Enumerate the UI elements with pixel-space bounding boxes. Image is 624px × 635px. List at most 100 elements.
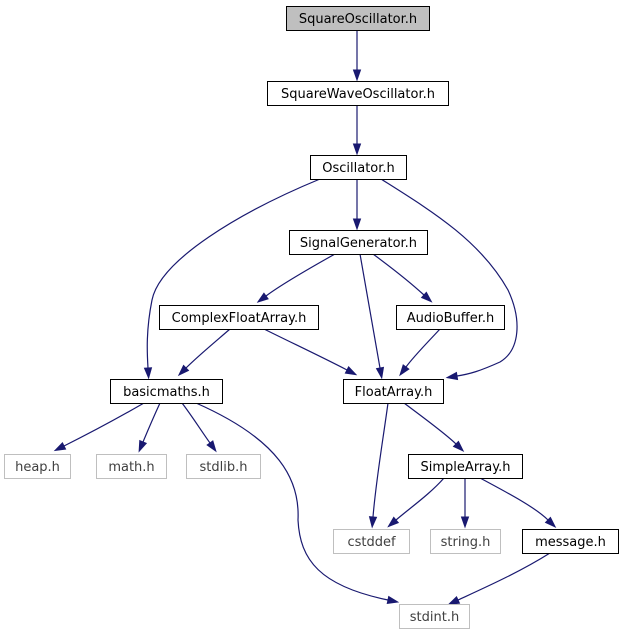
edge-float_array-to-cstddef [368, 402, 389, 529]
edge-complex_float_array-to-basicmaths [177, 328, 231, 377]
arrowhead-icon [177, 364, 190, 377]
node-box [399, 604, 470, 629]
node-stdlib: stdlib.h [186, 454, 261, 479]
node-signal-generator[interactable]: SignalGenerator.h [289, 230, 428, 255]
node-stdint: stdint.h [399, 604, 470, 629]
node-cstddef: cstddef [333, 529, 410, 554]
arrowhead-icon [256, 292, 269, 303]
arrowhead-icon [368, 516, 378, 529]
edge-simple_array-to-message [479, 477, 557, 528]
edge-signal_generator-to-float_array [359, 253, 385, 380]
node-complex-float-array[interactable]: ComplexFloatArray.h [159, 305, 319, 330]
node-message[interactable]: message.h [522, 529, 619, 554]
node-audio-buffer[interactable]: AudioBuffer.h [396, 305, 505, 330]
edge-line [380, 178, 518, 377]
node-box [310, 155, 407, 180]
node-box [159, 305, 319, 330]
node-label: string.h [441, 535, 491, 550]
edge-line [405, 328, 441, 368]
edge-basicmaths-to-heap [53, 402, 145, 452]
edge-basicmaths-to-math [138, 402, 161, 453]
edges-layer [53, 30, 557, 605]
edge-line [372, 402, 389, 518]
arrowhead-icon [206, 440, 217, 453]
arrowhead-icon [420, 291, 433, 303]
node-label: SquareWaveOscillator.h [281, 87, 435, 102]
edge-simple_array-to-string [460, 478, 470, 529]
node-box [333, 529, 410, 554]
edge-audio_buffer-to-float_array [399, 328, 441, 377]
node-label: basicmaths.h [123, 385, 210, 400]
node-box [267, 81, 449, 106]
node-simple-array[interactable]: SimpleArray.h [408, 454, 523, 479]
edge-line [479, 477, 549, 521]
edge-square_wave_osc-to-oscillator [352, 105, 362, 156]
edge-line [372, 253, 425, 296]
edge-signal_generator-to-complex_float_array [256, 253, 336, 303]
node-label: stdint.h [410, 610, 459, 625]
node-math: math.h [96, 454, 167, 479]
node-label: Oscillator.h [322, 161, 395, 176]
edge-line [181, 402, 211, 444]
node-box [286, 6, 430, 31]
node-box [186, 454, 261, 479]
node-box [110, 379, 223, 404]
edge-float_array-to-simple_array [403, 402, 465, 453]
edge-line [146, 178, 321, 369]
edge-signal_generator-to-audio_buffer [372, 253, 433, 303]
edge-square_osc-to-square_wave_osc [352, 30, 362, 82]
node-string: string.h [430, 529, 501, 554]
arrowhead-icon [138, 439, 148, 453]
edge-line [265, 253, 336, 297]
edge-line [359, 253, 381, 369]
arrowhead-icon [452, 440, 465, 453]
edge-oscillator-to-float_array [380, 178, 518, 381]
arrowhead-icon [445, 371, 459, 381]
edge-simple_array-to-cstddef [387, 477, 445, 528]
node-square-wave-osc[interactable]: SquareWaveOscillator.h [267, 81, 449, 106]
node-box [430, 529, 501, 554]
edge-line [142, 402, 161, 443]
node-heap: heap.h [4, 454, 71, 479]
node-box [408, 454, 523, 479]
edge-line [63, 402, 145, 447]
edge-basicmaths-to-stdint [195, 402, 400, 605]
edge-line [195, 402, 389, 601]
edge-oscillator-to-signal_generator [352, 179, 362, 231]
node-label: message.h [535, 535, 606, 550]
arrowhead-icon [387, 516, 400, 528]
arrowhead-icon [375, 366, 385, 380]
arrowhead-icon [352, 143, 362, 156]
node-box [522, 529, 619, 554]
node-label: stdlib.h [200, 460, 248, 475]
arrowhead-icon [386, 595, 400, 605]
node-box [396, 305, 505, 330]
nodes-layer: SquareOscillator.hSquareWaveOscillator.h… [4, 6, 619, 629]
node-label: SignalGenerator.h [300, 236, 417, 251]
node-box [4, 454, 71, 479]
node-oscillator[interactable]: Oscillator.h [310, 155, 407, 180]
arrowhead-icon [352, 218, 362, 231]
edge-line [185, 328, 231, 369]
edge-oscillator-to-basicmaths [143, 178, 321, 380]
arrowhead-icon [344, 366, 358, 376]
node-basicmaths[interactable]: basicmaths.h [110, 379, 223, 404]
arrowhead-icon [544, 516, 557, 528]
edge-line [403, 402, 457, 445]
node-label: FloatArray.h [355, 385, 433, 400]
arrowhead-icon [399, 364, 410, 377]
edge-line [395, 477, 445, 521]
arrowhead-icon [352, 69, 362, 82]
edge-complex_float_array-to-float_array [263, 328, 358, 376]
edge-line [457, 552, 551, 601]
node-label: cstddef [347, 535, 396, 550]
node-square-osc[interactable]: SquareOscillator.h [286, 6, 430, 31]
node-label: math.h [108, 460, 154, 475]
node-box [96, 454, 167, 479]
edge-basicmaths-to-stdlib [181, 402, 217, 453]
node-label: ComplexFloatArray.h [172, 311, 307, 326]
node-box [343, 379, 444, 404]
node-float-array[interactable]: FloatArray.h [343, 379, 444, 404]
edge-line [263, 328, 348, 371]
